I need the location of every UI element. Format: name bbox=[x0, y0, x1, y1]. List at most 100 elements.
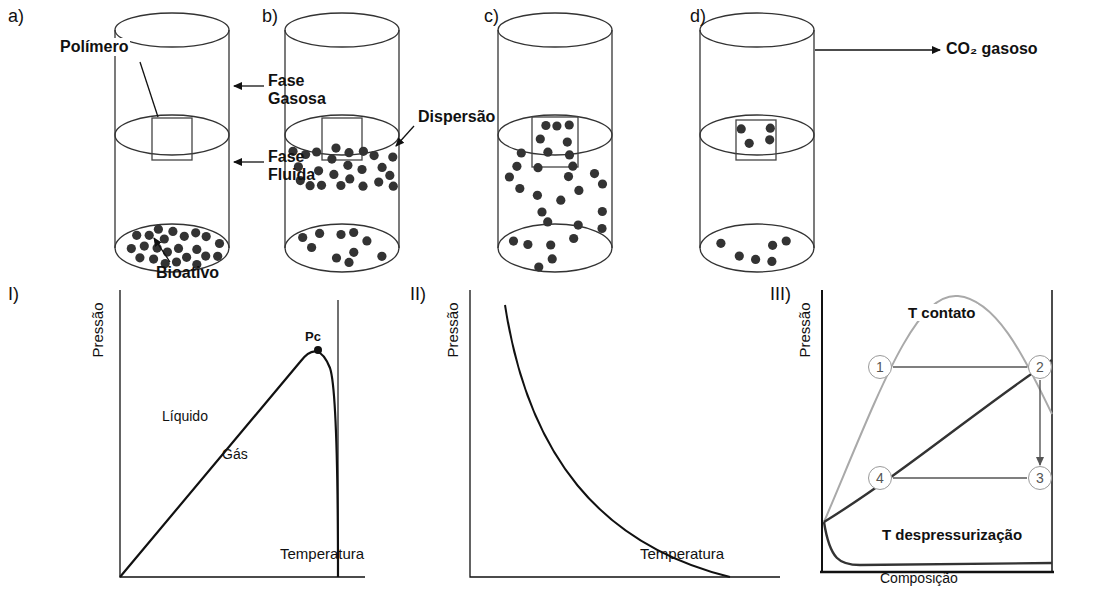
particle bbox=[145, 231, 154, 240]
particle bbox=[154, 225, 163, 234]
axis-label: Pressão bbox=[796, 302, 813, 357]
particle bbox=[548, 254, 557, 263]
tie-line bbox=[893, 366, 1027, 367]
particle bbox=[563, 138, 572, 147]
particle bbox=[357, 165, 366, 174]
particle bbox=[565, 150, 574, 159]
particle bbox=[174, 244, 183, 253]
particle bbox=[556, 196, 565, 205]
particle bbox=[135, 253, 144, 262]
text-label: Composição bbox=[880, 570, 958, 586]
callout-number: 1 bbox=[876, 360, 884, 374]
particle bbox=[349, 248, 358, 257]
particle bbox=[782, 236, 791, 245]
particle bbox=[716, 239, 725, 248]
plot-II bbox=[470, 290, 780, 577]
text-label: CO₂ gasoso bbox=[946, 40, 1038, 58]
particle bbox=[332, 253, 341, 262]
particle bbox=[327, 155, 336, 164]
particle bbox=[564, 172, 573, 181]
cylinder-d bbox=[700, 13, 814, 272]
particle bbox=[192, 245, 201, 254]
particle bbox=[343, 161, 352, 170]
particle bbox=[568, 162, 577, 171]
particle bbox=[314, 166, 323, 175]
particle bbox=[168, 227, 177, 236]
particle bbox=[374, 178, 383, 187]
particle bbox=[385, 171, 394, 180]
particle bbox=[541, 121, 550, 130]
particle bbox=[509, 237, 518, 246]
bioactive-particles bbox=[127, 120, 791, 271]
callout-number: 2 bbox=[1036, 360, 1044, 374]
particle bbox=[132, 231, 141, 240]
particle bbox=[533, 163, 542, 172]
callout-circle: 2 bbox=[1028, 355, 1052, 379]
particle bbox=[388, 153, 397, 162]
particle bbox=[534, 263, 543, 272]
text-label: Fase Gasosa bbox=[268, 72, 328, 109]
particle bbox=[546, 240, 555, 249]
callout-circle: 3 bbox=[1028, 466, 1052, 490]
particle bbox=[505, 172, 514, 181]
leader-arrow bbox=[154, 238, 170, 262]
particle bbox=[536, 134, 545, 143]
particle bbox=[590, 169, 599, 178]
particle bbox=[389, 182, 398, 191]
cylinder-b bbox=[285, 13, 399, 272]
leader-lines bbox=[140, 50, 940, 262]
particle bbox=[201, 252, 210, 261]
panel-letter: c) bbox=[484, 6, 499, 27]
particle bbox=[344, 148, 353, 157]
vertical-line bbox=[337, 300, 338, 577]
particle bbox=[140, 242, 149, 251]
particle bbox=[377, 252, 386, 261]
particle bbox=[336, 230, 345, 239]
particle bbox=[565, 120, 574, 129]
panel-letter: b) bbox=[262, 6, 278, 27]
critical-point bbox=[314, 346, 322, 354]
particle bbox=[597, 224, 606, 233]
particle bbox=[768, 241, 777, 250]
pressure-curve bbox=[505, 305, 730, 577]
contact-curve bbox=[824, 296, 1052, 522]
leader-arrow bbox=[396, 126, 414, 146]
particle bbox=[345, 174, 354, 183]
particle bbox=[182, 253, 191, 262]
text-label: Gás bbox=[222, 446, 248, 462]
particle bbox=[543, 148, 552, 157]
particle bbox=[317, 181, 326, 190]
text-label: T contato bbox=[906, 304, 978, 321]
text-label: Dispersão bbox=[418, 108, 495, 126]
axis-label: Pressão bbox=[89, 302, 106, 357]
leader-line bbox=[140, 62, 158, 117]
depressurization-curve bbox=[824, 360, 1052, 522]
text-label: Temperatura bbox=[280, 545, 364, 562]
text-label: Polímero bbox=[58, 38, 130, 56]
particle bbox=[574, 186, 583, 195]
particle bbox=[336, 181, 345, 190]
text-label: Fase Fluida bbox=[268, 148, 328, 185]
particle bbox=[213, 252, 222, 261]
particle bbox=[751, 255, 760, 264]
tie-line bbox=[893, 477, 1027, 478]
axes bbox=[470, 290, 780, 577]
particle bbox=[737, 124, 746, 133]
particle bbox=[362, 236, 371, 245]
particle bbox=[315, 229, 324, 238]
particle bbox=[149, 255, 158, 264]
phase-curve bbox=[120, 351, 338, 577]
leader-arrow bbox=[815, 49, 940, 50]
particle bbox=[767, 257, 776, 266]
cylinders bbox=[115, 13, 814, 272]
frame bbox=[1051, 290, 1053, 572]
panel-letter: d) bbox=[690, 6, 706, 27]
cylinder-a bbox=[115, 13, 229, 272]
particle bbox=[344, 258, 353, 267]
particle bbox=[202, 232, 211, 241]
particle bbox=[215, 239, 224, 248]
particle bbox=[160, 234, 169, 243]
